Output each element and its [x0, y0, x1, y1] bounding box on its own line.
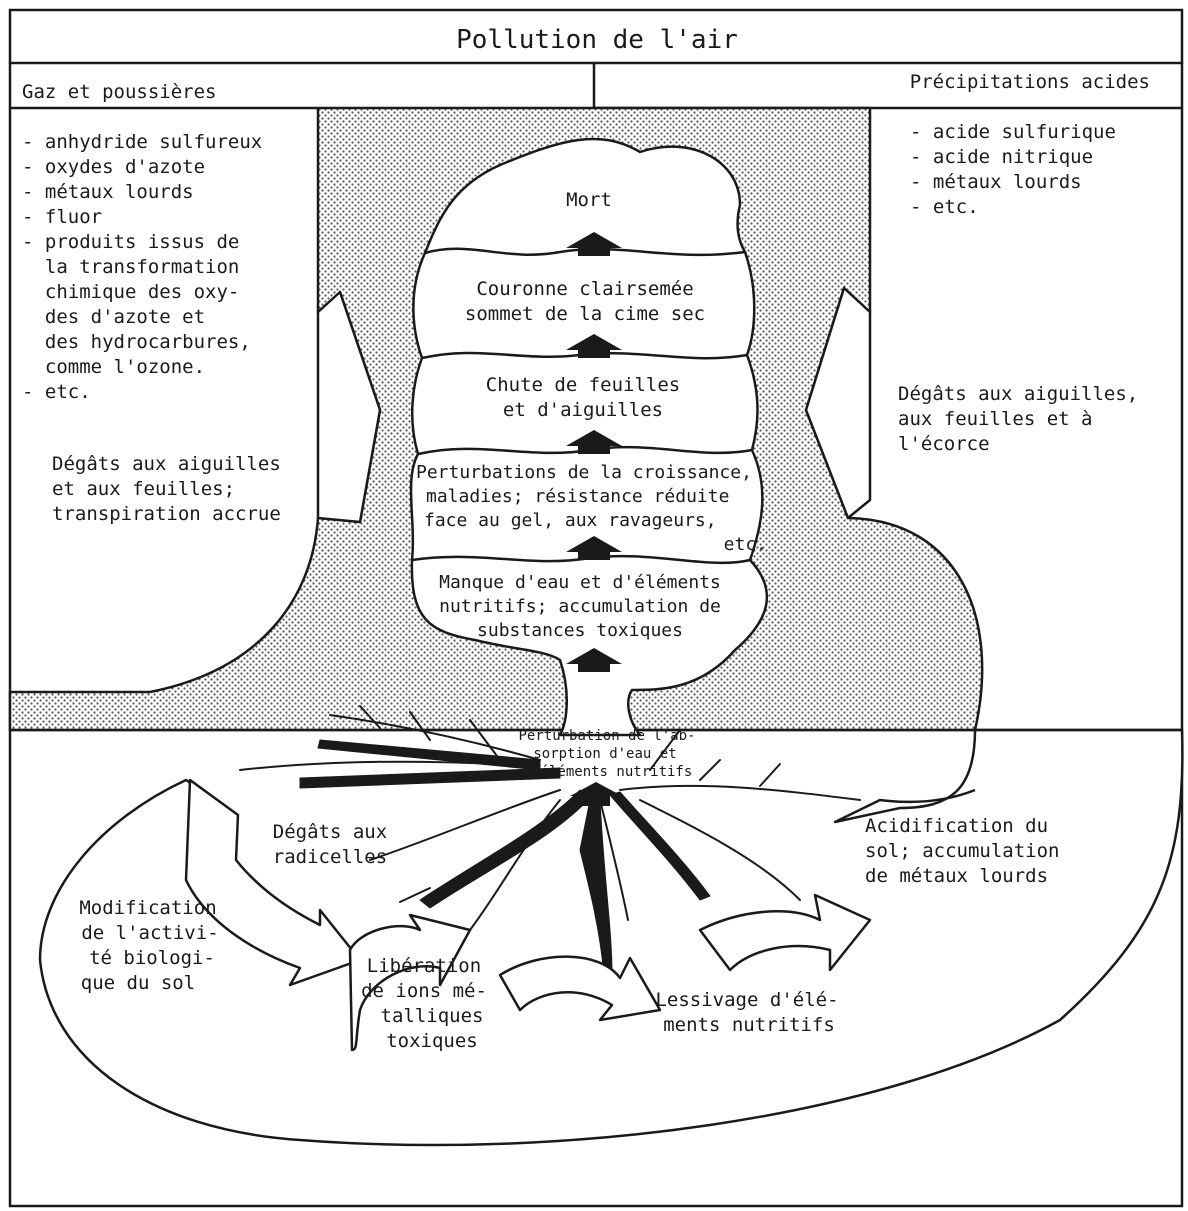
- metal-ions-label: Libération: [367, 955, 481, 977]
- acid-effect-line: l'écorce: [898, 433, 990, 455]
- acid-item: - etc.: [910, 196, 979, 218]
- biological-activity-label: té biologi-: [89, 947, 215, 969]
- acid-item: - métaux lourds: [910, 171, 1082, 193]
- stage-leaf-fall: et d'aiguilles: [503, 399, 663, 421]
- root-damage-label: radicelles: [273, 846, 387, 868]
- stage-growth-disturbance: face au gel, aux ravageurs,: [424, 510, 717, 531]
- stage-water-deficit: substances toxiques: [477, 620, 683, 641]
- absorption-disturbance: Perturbation de l'ab-: [518, 728, 695, 744]
- diagram-title: Pollution de l'air: [456, 25, 738, 55]
- gases-heading: Gaz et poussières: [22, 81, 216, 103]
- leaching-label: Lessivage d'élé-: [655, 989, 838, 1011]
- stage-growth-disturbance: maladies; résistance réduite: [426, 486, 729, 507]
- acidification-label: Acidification du: [865, 815, 1048, 837]
- gas-effect-line: Dégâts aux aiguilles: [52, 453, 281, 475]
- acid-effect-line: Dégâts aux aiguilles,: [898, 383, 1138, 405]
- stage-growth-disturbance: Perturbations de la croissance,: [416, 462, 752, 483]
- stage-water-deficit: Manque d'eau et d'éléments: [439, 572, 721, 593]
- stage-death: Mort: [566, 189, 612, 211]
- stage-sparse-crown: sommet de la cime sec: [465, 303, 705, 325]
- gas-item: - fluor: [22, 206, 102, 228]
- gas-item: la transformation: [22, 256, 239, 278]
- root-damage-label: Dégâts aux: [273, 821, 387, 843]
- acid-precipitation-heading: Précipitations acides: [910, 71, 1150, 93]
- stage-growth-disturbance: etc.: [724, 534, 767, 555]
- acid-effect-line: aux feuilles et à: [898, 408, 1092, 430]
- gas-item: - oxydes d'azote: [22, 156, 205, 178]
- biological-activity-label: Modification: [79, 897, 216, 919]
- acidification-label: de métaux lourds: [865, 865, 1048, 887]
- stage-sparse-crown: Couronne clairsemée: [476, 278, 693, 300]
- biological-activity-label: de l'activi-: [81, 922, 218, 944]
- acid-item: - acide nitrique: [910, 146, 1093, 168]
- gas-effect-line: et aux feuilles;: [52, 478, 235, 500]
- acidification-label: sol; accumulation: [865, 840, 1059, 862]
- gas-effect-line: transpiration accrue: [52, 503, 281, 525]
- absorption-disturbance: sorption d'eau et: [533, 746, 676, 762]
- gas-item: - etc.: [22, 381, 91, 403]
- biological-activity-label: que du sol: [81, 972, 195, 994]
- gas-item: des d'azote et: [22, 306, 205, 328]
- gas-item: chimique des oxy-: [22, 281, 239, 303]
- gas-item: - produits issus de: [22, 231, 239, 253]
- stage-leaf-fall: Chute de feuilles: [486, 374, 680, 396]
- acid-item: - acide sulfurique: [910, 121, 1116, 143]
- gas-item: - métaux lourds: [22, 181, 194, 203]
- absorption-disturbance: d'éléments nutritifs: [524, 764, 693, 780]
- metal-ions-label: toxiques: [386, 1030, 478, 1052]
- leaching-label: ments nutritifs: [663, 1014, 835, 1036]
- metal-ions-label: de ions mé-: [361, 980, 487, 1002]
- gas-item: des hydrocarbures,: [22, 331, 251, 353]
- gas-item: - anhydride sulfureux: [22, 131, 262, 153]
- metal-ions-label: talliques: [381, 1005, 484, 1027]
- stage-water-deficit: nutritifs; accumulation de: [439, 596, 721, 617]
- gas-item: comme l'ozone.: [22, 356, 205, 378]
